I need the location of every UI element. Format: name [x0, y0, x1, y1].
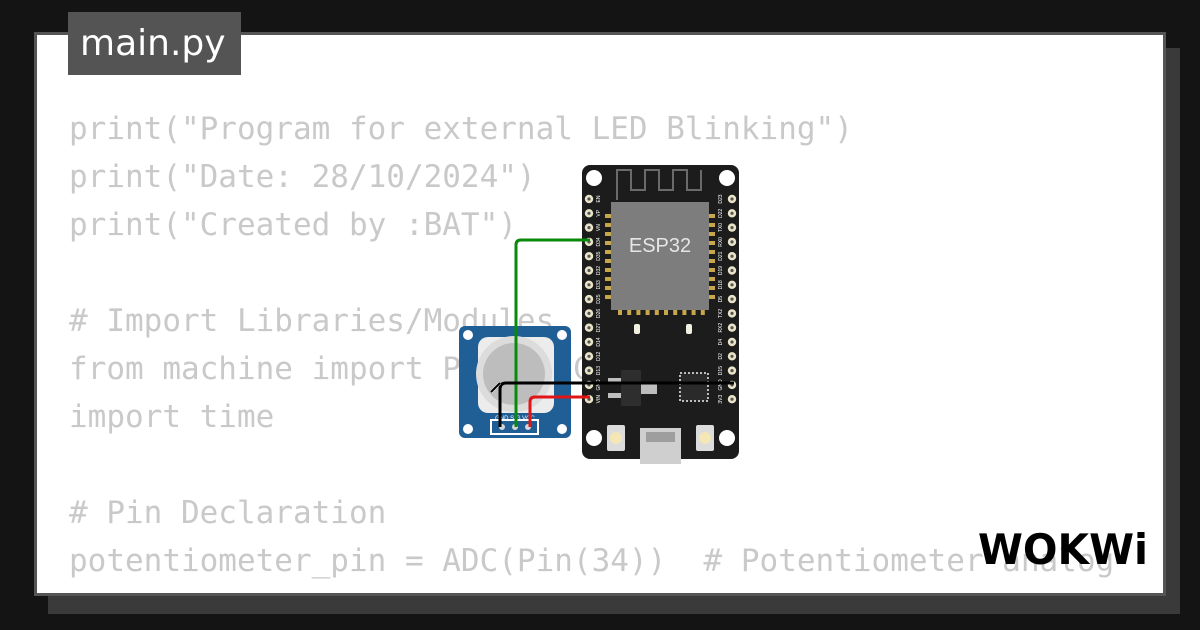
pin-rx0[interactable]: RX0: [718, 237, 737, 247]
wokwi-logo: WOKWi: [978, 525, 1148, 574]
pin-tx2[interactable]: TX2: [718, 309, 737, 318]
pin-d14[interactable]: D14: [584, 337, 602, 347]
pin-d21[interactable]: D21: [718, 251, 737, 261]
pin-3v3[interactable]: 3V3: [718, 395, 737, 404]
pin-d15[interactable]: D15: [718, 366, 737, 375]
pin-d18[interactable]: D18: [718, 280, 737, 289]
pin-d35[interactable]: D35: [584, 251, 602, 261]
pin-label: D15: [718, 366, 724, 375]
code-line: import time: [69, 399, 275, 435]
pin-d13[interactable]: D13: [584, 366, 602, 375]
circuit-diagram: ESP32 ENVPVND34D35D32D33D25D26D27D14D12D…: [459, 165, 739, 464]
code-line: potentiometer_pin = ADC(Pin(34)) # Poten…: [69, 543, 1115, 579]
pin-d33[interactable]: D33: [584, 280, 602, 289]
pin-rx2[interactable]: RX2: [718, 323, 737, 333]
pin-label: D18: [718, 280, 724, 289]
pin-label: TX0: [718, 223, 724, 232]
pin-vn[interactable]: VN: [584, 223, 602, 232]
wires: [489, 238, 734, 427]
pin-d2[interactable]: D2: [718, 352, 737, 361]
potentiometer[interactable]: GND SIG VCC: [459, 326, 571, 438]
wire-ground: [498, 381, 734, 427]
pin-d19[interactable]: D19: [718, 266, 737, 275]
esp32-board[interactable]: ESP32 ENVPVND34D35D32D33D25D26D27D14D12D…: [582, 165, 739, 464]
pin-d12[interactable]: D12: [584, 352, 602, 361]
pin-label: D13: [596, 366, 602, 375]
pin-d27[interactable]: D27: [584, 323, 602, 332]
wire-signal: [514, 238, 590, 427]
wokwi-logo-text: WOKWi: [978, 525, 1148, 574]
pin-label: D32: [596, 266, 602, 275]
pin-label: EN: [596, 195, 602, 202]
chip-label: ESP32: [629, 235, 691, 257]
pin-vp[interactable]: VP: [584, 209, 602, 218]
pin-label: D26: [596, 309, 602, 318]
pin-label: GND: [718, 379, 724, 391]
pin-label: D12: [596, 352, 602, 361]
pin-d5[interactable]: D5: [718, 294, 737, 304]
pin-label: TX2: [718, 309, 724, 318]
pin-label: GND: [596, 379, 602, 391]
pin-label: D23: [718, 194, 724, 203]
pin-label: D27: [596, 323, 602, 332]
pin-label: D25: [596, 294, 602, 303]
pin-label: D35: [596, 251, 602, 260]
pin-label: D21: [718, 251, 724, 260]
pin-label: D4: [718, 339, 724, 346]
pin-d32[interactable]: D32: [584, 266, 602, 275]
pin-en[interactable]: EN: [584, 194, 602, 204]
pin-d23[interactable]: D23: [718, 194, 737, 204]
pin-tx0[interactable]: TX0: [718, 223, 737, 232]
pin-d25[interactable]: D25: [584, 294, 602, 304]
pin-label: D19: [718, 266, 724, 275]
pin-label: D33: [596, 280, 602, 289]
esp32-chip: [611, 202, 709, 310]
pin-label: VP: [596, 209, 602, 216]
code-line: red_led = Pin(2, Pin.OUT) # ESP32 onboar…: [69, 585, 1114, 593]
pin-label: D2: [718, 353, 724, 360]
pin-d4[interactable]: D4: [718, 337, 737, 347]
pin-label: RX0: [718, 237, 724, 247]
code-line: print("Date: 28/10/2024"): [69, 159, 536, 195]
pin-d26[interactable]: D26: [584, 309, 602, 318]
pin-label: VN: [596, 224, 602, 231]
code-line: print("Created by :BAT"): [69, 207, 517, 243]
pin-label: RX2: [718, 323, 724, 333]
pin-label: 3V3: [718, 395, 724, 404]
chip-pads: [605, 214, 715, 315]
file-tab[interactable]: main.py: [68, 12, 241, 75]
pin-label: VIN: [596, 395, 602, 404]
code-line: print("Program for external LED Blinking…: [69, 111, 853, 147]
pin-label: D22: [718, 209, 724, 218]
pin-label: D14: [596, 337, 602, 346]
pin-d22[interactable]: D22: [718, 209, 737, 218]
wire-power: [528, 395, 590, 427]
code-line: # Pin Declaration: [69, 495, 387, 531]
pin-label: D34: [596, 237, 602, 246]
pin-label: D5: [718, 296, 724, 303]
